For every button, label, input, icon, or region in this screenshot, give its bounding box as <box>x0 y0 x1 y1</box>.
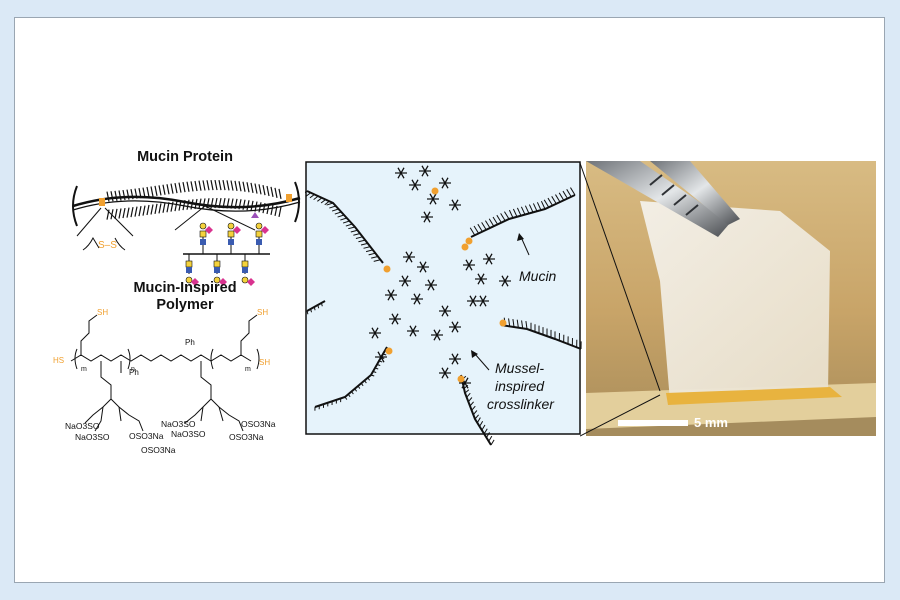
mucin-label: Mucin <box>519 268 557 284</box>
sulfonate-label-4: NaO3SO <box>161 419 196 429</box>
crosslinker-label-line2: inspired <box>495 378 545 394</box>
sulfonate-label-7: OSO3Na <box>229 432 264 442</box>
scale-bar-label: 5 mm <box>694 415 728 430</box>
ph-label-1: Ph <box>129 368 139 377</box>
sh-label-chain-right: SH <box>259 358 270 367</box>
zoom-lines <box>580 162 661 437</box>
network-schematic: Mucin Mussel- inspired crosslinker <box>305 161 582 446</box>
sh-label-left: SH <box>97 308 108 317</box>
hs-label-left: HS <box>53 356 64 365</box>
hydrogel-photo: 5 mm <box>586 161 876 436</box>
sulfonate-label-8: OSO3Na <box>141 445 176 455</box>
m-label-right: m <box>245 366 251 373</box>
figure-frame: Mucin Protein S–S Mucin-Inspired Polymer <box>14 17 885 583</box>
sulfonate-label-3: OSO3Na <box>129 431 164 441</box>
mucin-inspired-polymer-title: Mucin-Inspired Polymer <box>105 280 265 314</box>
disulfide-label: S–S <box>98 240 117 251</box>
mucin-protein-title: Mucin Protein <box>137 149 233 165</box>
polymer-title-line2: Polymer <box>156 297 214 313</box>
crosslinker-label-line3: crosslinker <box>487 396 555 412</box>
sulfonate-label-2: NaO3SO <box>75 432 110 442</box>
m-label-left: m <box>81 366 87 373</box>
ph-label-2: Ph <box>185 338 195 347</box>
sulfonate-label-1: NaO3SO <box>65 421 100 431</box>
mucin-protein-schematic: S–S <box>72 179 301 286</box>
crosslinker-label-line1: Mussel- <box>495 360 544 376</box>
sulfonate-label-5: NaO3SO <box>171 429 206 439</box>
n-label: n <box>131 366 135 373</box>
polymer-title-line1: Mucin-Inspired <box>133 280 237 296</box>
polymer-structure: SH SH HS SH Ph Ph m n m NaO3SO NaO3SO OS… <box>53 308 276 455</box>
sulfonate-label-6: OSO3Na <box>241 419 276 429</box>
sh-label-right: SH <box>257 308 268 317</box>
